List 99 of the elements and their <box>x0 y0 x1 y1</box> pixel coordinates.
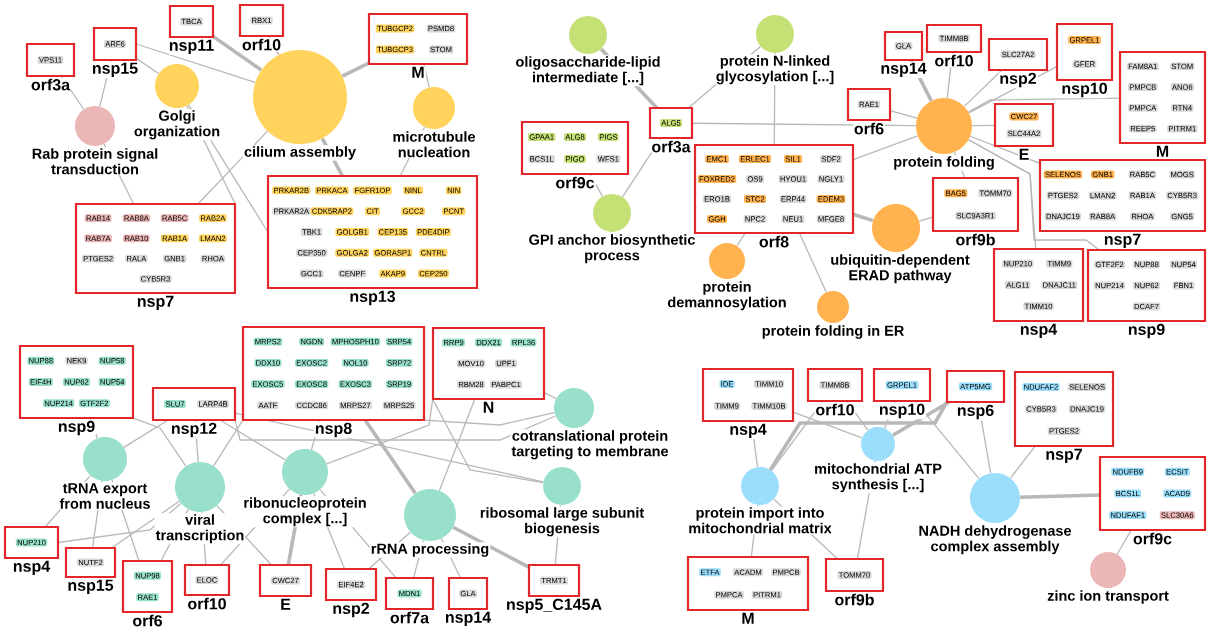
connector-line <box>1020 493 1100 500</box>
connector-line <box>438 398 476 492</box>
protein-label: orf6 <box>131 613 164 628</box>
protein-label: M <box>1154 144 1171 158</box>
connector-line <box>135 43 256 84</box>
connector-line <box>234 415 557 441</box>
connector-line <box>423 411 555 426</box>
connector-line <box>1009 445 1036 479</box>
term-label: NADH dehydrogenase complex assembly <box>917 524 1073 556</box>
protein-label: nsp9 <box>1126 322 1167 340</box>
connector-line <box>363 419 417 495</box>
connector-line <box>770 400 824 472</box>
protein-label: orf7a <box>388 610 431 625</box>
connector-line <box>212 35 263 72</box>
term-label: rRNA processing <box>369 542 491 558</box>
protein-label: orf10 <box>186 596 228 611</box>
protein-label: nsp9 <box>56 419 97 437</box>
term-label: viral transcription <box>154 513 246 545</box>
protein-label: nsp15 <box>90 61 140 78</box>
term-label: cotranslational protein targeting to membrane <box>510 429 670 461</box>
term-label: ribonucleoprotein complex [...] <box>242 496 368 528</box>
protein-label: orf9b <box>954 232 997 247</box>
connector-line <box>452 525 530 569</box>
protein-label: orf10 <box>240 37 283 52</box>
protein-label: orf9c <box>1131 531 1174 546</box>
protein-label: nsp4 <box>11 559 52 577</box>
term-label: microtubule nucleation <box>391 130 477 159</box>
connector-line <box>852 212 874 223</box>
protein-label: nsp5_C145A <box>505 597 604 615</box>
protein-label: nsp7 <box>135 294 176 311</box>
connector-line <box>219 419 286 461</box>
protein-label: E <box>1017 147 1031 161</box>
term-label: protein N-linked glycosylation [...] <box>714 54 836 86</box>
protein-label: nsp7 <box>1044 447 1084 464</box>
term-label: zinc ion transport <box>1046 589 1170 605</box>
term-label: Rab protein signal transduction <box>30 147 160 176</box>
connector-line <box>326 398 434 465</box>
protein-label: nsp4 <box>1018 322 1059 340</box>
protein-label: E <box>279 597 292 611</box>
connector-line <box>111 500 180 549</box>
protein-label: orf8 <box>757 234 791 249</box>
connector-line <box>132 417 187 467</box>
term-label: ubiquitin-dependent ERAD pathway <box>829 253 971 285</box>
protein-label: orf10 <box>933 53 975 68</box>
protein-label: orf6 <box>852 121 886 136</box>
term-label: protein folding in ER <box>760 324 906 340</box>
connector-line <box>212 419 244 467</box>
connector-line <box>123 419 169 448</box>
protein-label: nsp14 <box>443 610 493 628</box>
term-label: tRNA export from nucleus <box>58 482 152 510</box>
connector-line <box>798 232 827 293</box>
connector-line <box>889 109 918 119</box>
protein-label: orf10 <box>814 402 856 417</box>
connector-line <box>135 57 160 75</box>
protein-label: nsp13 <box>348 289 397 307</box>
protein-label: nsp11 <box>167 38 216 55</box>
connector-line <box>1116 529 1132 555</box>
term-label: Golgi organization <box>132 109 222 141</box>
protein-label: M <box>410 65 426 79</box>
protein-label: nsp8 <box>313 421 354 439</box>
protein-label: orf9b <box>833 592 876 607</box>
protein-label: nsp12 <box>169 421 219 439</box>
protein-label: nsp6 <box>955 403 996 421</box>
term-label: mitochondrial ATP synthesis [...] <box>813 462 943 494</box>
term-label: cilium assembly <box>243 145 357 161</box>
protein-label: nsp10 <box>1060 81 1109 99</box>
protein-label: nsp4 <box>728 422 768 440</box>
connector-line <box>918 216 934 222</box>
connector-line <box>967 97 1121 113</box>
term-label: protein folding <box>892 155 996 171</box>
connector-line <box>197 130 269 205</box>
protein-label: nsp7 <box>1102 232 1143 249</box>
protein-label: nsp14 <box>879 61 928 78</box>
protein-label: nsp2 <box>331 601 371 619</box>
connector-line <box>969 135 1041 164</box>
connector-line <box>963 69 1003 108</box>
connector-line <box>968 139 1100 251</box>
protein-label: orf3a <box>29 77 72 92</box>
connector-line <box>914 400 980 480</box>
protein-label: orf3a <box>650 139 692 154</box>
protein-label: nsp2 <box>998 71 1038 89</box>
connector-line <box>768 401 949 471</box>
protein-label: nsp15 <box>66 578 115 596</box>
connector-line <box>891 400 950 437</box>
term-label: protein import into mitochondrial matrix <box>687 506 833 535</box>
term-label: oligosaccharide-lipid intermediate [...] <box>514 55 662 87</box>
connector-line <box>852 135 919 161</box>
protein-label: N <box>481 400 496 414</box>
protein-label: orf9c <box>554 175 596 190</box>
protein-label: nsp10 <box>877 402 927 420</box>
term-label: GPI anchor biosynthetic process <box>527 233 697 265</box>
connector-line <box>971 124 996 127</box>
connector-line <box>341 61 370 78</box>
connector-line <box>432 398 544 484</box>
connector-line <box>792 411 863 439</box>
protein-label: M <box>740 611 756 625</box>
connector-line <box>423 63 430 88</box>
term-label: protein demannosylation <box>666 280 788 312</box>
term-label: ribosomal large subunit biogenesis <box>478 506 646 538</box>
